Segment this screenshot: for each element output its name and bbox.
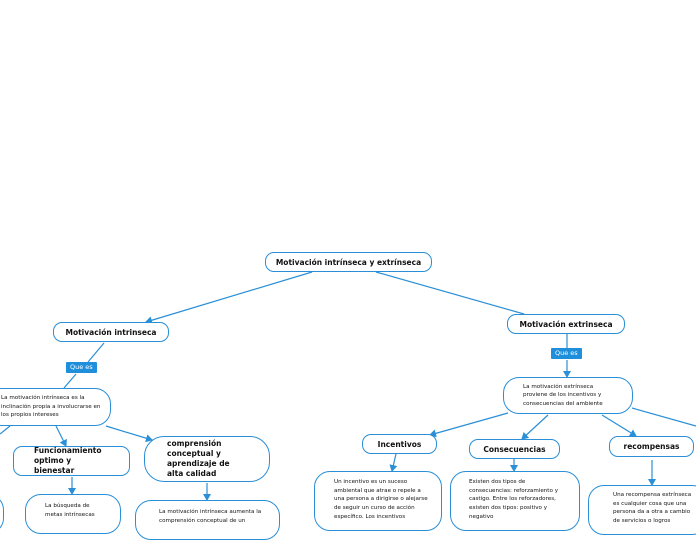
root-topic-text: Motivación intrínseca y extrínseca	[275, 257, 422, 267]
extrinsic-relation-label[interactable]: Que es	[551, 348, 582, 359]
intrinsic-relation-label[interactable]: Que es	[66, 362, 97, 373]
extrinsic-relation-label-text: Que es	[555, 349, 578, 357]
extrinsic-definition-note[interactable]: La motivación extrínseca proviene de los…	[503, 377, 633, 414]
incentivos-note-text: Un incentivo es un suceso ambiental que …	[334, 479, 428, 520]
consecuencias-topic-text: Consecuencias	[483, 444, 546, 454]
recompensas-topic-text: recompensas	[623, 442, 680, 451]
intrinsic-topic-text: Motivación intrinseca	[65, 327, 157, 337]
recompensas-note[interactable]: Una recompensa extrínseca es cualquier c…	[588, 485, 696, 535]
comprension-note-text: La motivación intrínseca aumenta la comp…	[159, 509, 262, 524]
consecuencias-note[interactable]: Existen dos tipos de consecuencias: refo…	[450, 471, 580, 531]
comprension-topic-text: comprensión conceptual y aprendizaje de …	[167, 438, 230, 479]
edge-intrinsic-to-label	[87, 342, 105, 363]
incentivos-topic[interactable]: Incentivos	[362, 434, 437, 454]
recompensas-topic[interactable]: recompensas	[609, 436, 694, 457]
intrinsic-definition-note[interactable]: La motivación intrínseca es la inclinaci…	[0, 388, 111, 426]
extrinsic-definition-text: La motivación extrínseca proviene de los…	[523, 383, 603, 407]
edge-root-to-intrinsic	[145, 271, 313, 325]
optimo-topic-text: Funcionamiento optimo y bienestar	[34, 446, 102, 476]
extrinsic-topic-text: Motivación extrinseca	[519, 319, 613, 329]
optimo-note[interactable]: La búsqueda de metas intrínsecas	[25, 494, 121, 534]
edge-extdef-to-incentivos	[429, 412, 509, 438]
consecuencias-note-text: Existen dos tipos de consecuencias: refo…	[469, 479, 559, 520]
edge-definition-to-optimo	[55, 425, 67, 447]
edge-extdef-offscreen	[631, 407, 696, 427]
edge-definition-offscreen	[0, 425, 11, 435]
root-topic[interactable]: Motivación intrínseca y extrínseca	[265, 252, 432, 272]
edge-extdef-to-recompensas	[601, 414, 637, 437]
incentivos-note[interactable]: Un incentivo es un suceso ambiental que …	[314, 471, 442, 531]
edge-root-to-extrinsic	[375, 271, 525, 315]
edge-incentivos-to-note	[389, 453, 398, 472]
incentivos-topic-text: Incentivos	[377, 439, 422, 449]
comprension-topic[interactable]: comprensión conceptual y aprendizaje de …	[144, 436, 270, 482]
edge-extdef-to-consecuencias	[521, 414, 549, 440]
extrinsic-topic[interactable]: Motivación extrinseca	[507, 314, 625, 334]
mind-map-canvas: Motivación intrínseca y extrínseca Motiv…	[0, 252, 696, 540]
comprension-note[interactable]: La motivación intrínseca aumenta la comp…	[135, 500, 280, 540]
intrinsic-topic[interactable]: Motivación intrinseca	[53, 322, 169, 342]
recompensas-note-text: Una recompensa extrínseca es cualquier c…	[613, 492, 692, 524]
intrinsic-definition-text: La motivación intrínseca es la inclinaci…	[1, 395, 101, 419]
intrinsic-relation-label-text: Que es	[70, 363, 93, 371]
consecuencias-topic[interactable]: Consecuencias	[469, 439, 560, 459]
optimo-topic[interactable]: Funcionamiento optimo y bienestar	[13, 446, 130, 476]
optimo-note-text: La búsqueda de metas intrínsecas	[45, 503, 95, 518]
edge-definition-to-comprension	[105, 425, 153, 443]
edge-label-to-definition	[63, 373, 77, 389]
connector-layer	[0, 271, 696, 501]
